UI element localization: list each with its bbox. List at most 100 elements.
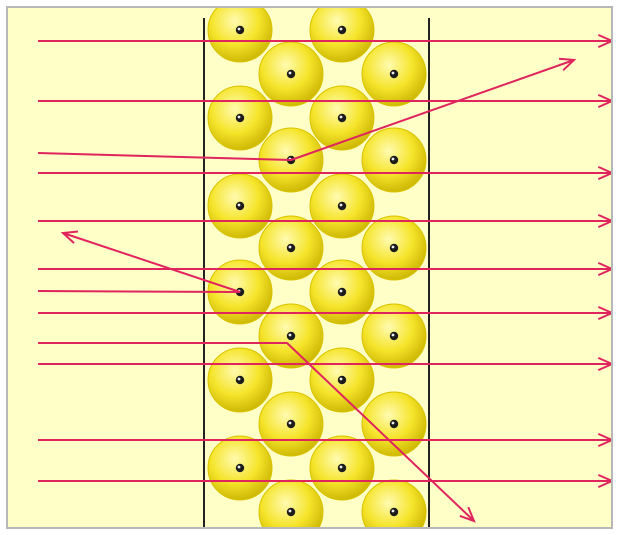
- atom-16: [361, 303, 427, 369]
- nucleus-dot-icon: [286, 69, 296, 79]
- atom-14: [309, 259, 375, 325]
- arrowhead-icon: [558, 57, 577, 72]
- arrowhead-icon: [597, 33, 612, 49]
- nucleus-dot-icon: [286, 243, 296, 253]
- nucleus-highlight: [339, 377, 343, 381]
- nucleus-highlight: [339, 203, 343, 207]
- nucleus-highlight: [288, 421, 292, 425]
- nucleus-highlight: [391, 421, 395, 425]
- nucleus-dot-icon: [235, 375, 245, 385]
- atom-22: [309, 435, 375, 501]
- ray-layer: [37, 33, 612, 523]
- nucleus-highlight: [288, 333, 292, 337]
- nucleus-dot-icon: [337, 201, 347, 211]
- straight-ray-9: [38, 473, 612, 489]
- nucleus-highlight: [237, 203, 241, 207]
- atom-9: [207, 173, 273, 239]
- nucleus-highlight: [391, 157, 395, 161]
- atom-5: [207, 85, 273, 151]
- arrowhead-icon: [597, 213, 612, 229]
- nucleus-dot-icon: [337, 287, 347, 297]
- atom-6: [309, 85, 375, 151]
- nucleus-dot-icon: [337, 25, 347, 35]
- atom-15: [258, 303, 324, 369]
- nucleus-dot-icon: [235, 463, 245, 473]
- nucleus-dot-icon: [389, 419, 399, 429]
- nucleus-dot-icon: [235, 25, 245, 35]
- straight-ray-5: [38, 261, 612, 277]
- nucleus-highlight: [288, 245, 292, 249]
- nucleus-highlight: [391, 333, 395, 337]
- atom-18: [309, 347, 375, 413]
- nucleus-dot-icon: [389, 155, 399, 165]
- straight-ray-2: [38, 93, 612, 109]
- atom-4: [361, 41, 427, 107]
- nucleus-highlight: [391, 245, 395, 249]
- nucleus-dot-icon: [389, 507, 399, 517]
- straight-ray-6: [38, 305, 612, 321]
- nucleus-dot-icon: [389, 243, 399, 253]
- nucleus-highlight: [339, 27, 343, 31]
- arrowhead-icon: [597, 356, 612, 372]
- arrowhead-icon: [597, 305, 612, 321]
- arrowhead-icon: [459, 506, 476, 523]
- incoming-ray-backscatter-line: [37, 290, 241, 293]
- nucleus-dot-icon: [337, 463, 347, 473]
- deflected-ray-down: [38, 342, 476, 523]
- arrowhead-icon: [60, 230, 79, 244]
- arrowhead-icon: [597, 93, 612, 109]
- nucleus-highlight: [237, 465, 241, 469]
- nucleus-dot-icon: [337, 375, 347, 385]
- nucleus-highlight: [391, 71, 395, 75]
- backscattered-ray: [60, 230, 241, 293]
- foil-edges: [203, 18, 430, 528]
- atom-24: [361, 479, 427, 528]
- atom-sphere-icon: [207, 7, 273, 63]
- nucleus-highlight: [288, 71, 292, 75]
- atom-2: [309, 7, 375, 63]
- incoming-ray-backscatter: [37, 290, 241, 293]
- atom-12: [361, 215, 427, 281]
- nucleus-highlight: [339, 289, 343, 293]
- straight-ray-3: [38, 165, 612, 181]
- nucleus-highlight: [237, 27, 241, 31]
- nucleus-highlight: [339, 465, 343, 469]
- straight-ray-8: [38, 432, 612, 448]
- atom-17: [207, 347, 273, 413]
- deflected-ray-down-line: [38, 342, 475, 522]
- nucleus-dot-icon: [235, 113, 245, 123]
- diagram-border: [6, 6, 613, 529]
- nucleus-highlight: [237, 377, 241, 381]
- nucleus-dot-icon: [389, 331, 399, 341]
- atom-23: [258, 479, 324, 528]
- straight-ray-4: [38, 213, 612, 229]
- arrowhead-icon: [597, 473, 612, 489]
- nucleus-highlight: [288, 509, 292, 513]
- atom-19: [258, 391, 324, 457]
- straight-ray-7: [38, 356, 612, 372]
- atom-sphere-icon: [309, 7, 375, 63]
- atom-8: [361, 127, 427, 193]
- atom-3: [258, 41, 324, 107]
- arrowhead-icon: [597, 261, 612, 277]
- nucleus-highlight: [237, 115, 241, 119]
- straight-ray-1: [38, 33, 612, 49]
- deflected-ray-up-line: [37, 59, 575, 161]
- nucleus-dot-icon: [286, 331, 296, 341]
- atom-layer: [207, 7, 427, 528]
- nucleus-highlight: [391, 509, 395, 513]
- arrowhead-icon: [597, 165, 612, 181]
- atom-11: [258, 215, 324, 281]
- nucleus-dot-icon: [286, 419, 296, 429]
- arrowhead-icon: [597, 432, 612, 448]
- atom-21: [207, 435, 273, 501]
- backscattered-ray-line: [62, 232, 241, 293]
- atom-10: [309, 173, 375, 239]
- atom-1: [207, 7, 273, 63]
- nucleus-dot-icon: [286, 507, 296, 517]
- nucleus-highlight: [339, 115, 343, 119]
- nucleus-dot-icon: [389, 69, 399, 79]
- nucleus-dot-icon: [337, 113, 347, 123]
